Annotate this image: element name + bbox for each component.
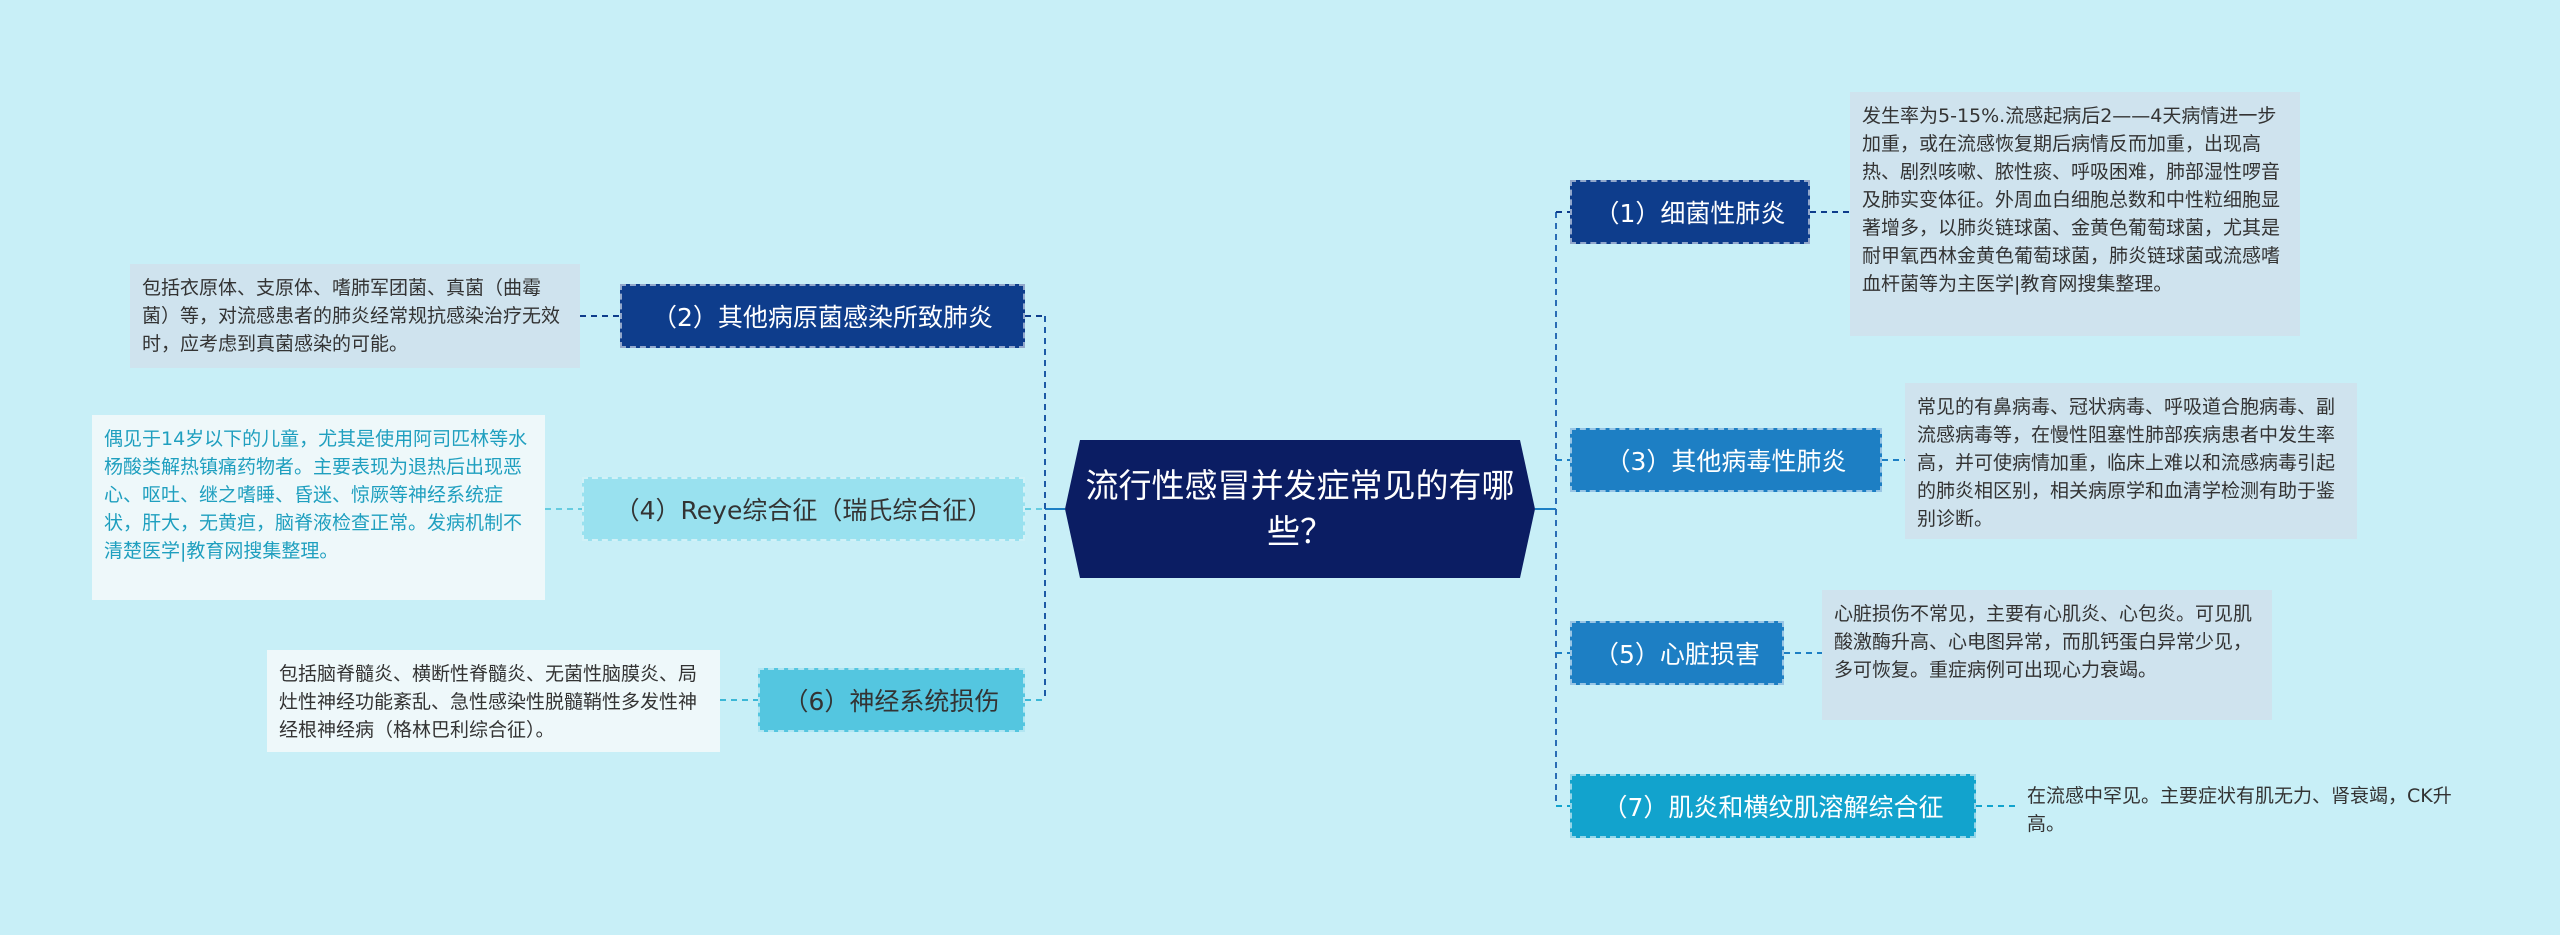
note-viral-pneumonia: 常见的有鼻病毒、冠状病毒、呼吸道合胞病毒、副流感病毒等，在慢性阻塞性肺部疾病患者… xyxy=(1905,383,2357,539)
note-cardiac-damage: 心脏损伤不常见，主要有心肌炎、心包炎。可见肌酸激酶升高、心电图异常，而肌钙蛋白异… xyxy=(1822,590,2272,720)
branch-label: （7）肌炎和横纹肌溶解综合征 xyxy=(1602,793,1944,822)
branch-label: （3）其他病毒性肺炎 xyxy=(1605,447,1847,476)
branch-nervous-system-damage[interactable]: （6）神经系统损伤 xyxy=(758,668,1025,732)
branch-cardiac-damage[interactable]: （5）心脏损害 xyxy=(1570,621,1784,685)
note-bacterial-pneumonia: 发生率为5-15%.流感起病后2——4天病情进一步加重，或在流感恢复期后病情反而… xyxy=(1850,92,2300,336)
branch-reye-syndrome[interactable]: （4）Reye综合征（瑞氏综合征） xyxy=(582,477,1025,541)
branch-label: （1）细菌性肺炎 xyxy=(1594,199,1786,228)
note-other-pathogen-pneumonia: 包括衣原体、支原体、嗜肺军团菌、真菌（曲霉菌）等，对流感患者的肺炎经常规抗感染治… xyxy=(130,264,580,368)
branch-other-pathogen-pneumonia[interactable]: （2）其他病原菌感染所致肺炎 xyxy=(620,284,1025,348)
branch-label: （6）神经系统损伤 xyxy=(783,687,1000,716)
branch-myositis-rhabdomyolysis[interactable]: （7）肌炎和横纹肌溶解综合征 xyxy=(1570,774,1976,838)
branch-label: （2）其他病原菌感染所致肺炎 xyxy=(652,303,993,332)
branch-label: （4）Reye综合征（瑞氏综合征） xyxy=(614,496,993,525)
branch-bacterial-pneumonia[interactable]: （1）细菌性肺炎 xyxy=(1570,180,1810,244)
center-node-shape xyxy=(1065,440,1535,578)
note-nervous-system-damage: 包括脑脊髓炎、横断性脊髓炎、无菌性脑膜炎、局灶性神经功能紊乱、急性感染性脱髓鞘性… xyxy=(267,650,720,752)
center-topic: 流行性感冒并发症常见的有哪些？ xyxy=(1085,466,1515,551)
branch-label: （5）心脏损害 xyxy=(1594,640,1760,669)
branch-viral-pneumonia[interactable]: （3）其他病毒性肺炎 xyxy=(1570,428,1882,492)
note-myositis-rhabdomyolysis: 在流感中罕见。主要症状有肌无力、肾衰竭，CK升高。 xyxy=(2027,785,2452,835)
note-reye-syndrome: 偶见于14岁以下的儿童，尤其是使用阿司匹林等水杨酸类解热镇痛药物者。主要表现为退… xyxy=(92,415,545,600)
